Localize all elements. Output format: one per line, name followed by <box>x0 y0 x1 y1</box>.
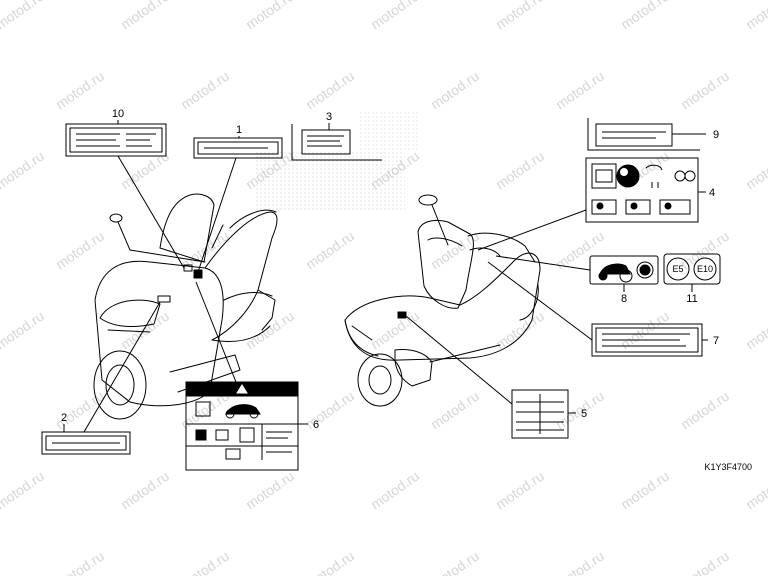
watermark-text: motod.ru <box>493 148 547 193</box>
label-10-box <box>65 123 167 157</box>
callout-ticks <box>63 120 708 432</box>
callout-group: 1 2 3 4 5 6 7 8 9 10 11 <box>61 108 719 431</box>
watermark-text: motod.ru <box>553 68 607 113</box>
label-5-box <box>511 389 569 439</box>
watermark-text: motod.ru <box>368 468 422 513</box>
watermark-text: motod.ru <box>678 388 732 433</box>
label-9-box <box>587 118 700 151</box>
watermark-text: motod.ru <box>303 548 357 576</box>
watermark-text: motod.ru <box>678 68 732 113</box>
watermark-text: motod.ru <box>303 228 357 273</box>
label-2-box <box>41 431 131 455</box>
watermark-text: motod.ru <box>743 468 768 513</box>
watermark-text: motod.ru <box>743 308 768 353</box>
callout-6: 6 <box>313 419 319 431</box>
watermark-text: motod.ru <box>53 548 107 576</box>
watermark-text: motod.ru <box>303 388 357 433</box>
callout-2: 2 <box>61 412 67 424</box>
halftone-shading <box>255 150 405 210</box>
watermark-text: motod.ru <box>118 308 172 353</box>
callout-8: 8 <box>621 293 627 305</box>
watermark-text: motod.ru <box>368 308 422 353</box>
watermark-text: motod.ru <box>178 548 232 576</box>
watermark-text: motod.ru <box>178 68 232 113</box>
leader-lines <box>83 155 593 433</box>
scooter-rear-view <box>344 194 541 407</box>
callout-10: 10 <box>112 108 124 120</box>
callout-11: 11 <box>686 293 697 305</box>
label-4-box <box>585 157 699 223</box>
label-7-box <box>591 323 703 357</box>
watermark-text: motod.ru <box>0 0 47 32</box>
watermark-text: motod.ru <box>0 468 47 513</box>
watermark-text: motod.ru <box>553 548 607 576</box>
watermark-text: motod.ru <box>743 148 768 193</box>
watermark-text: motod.ru <box>243 0 297 32</box>
scooter-front-view <box>93 193 278 420</box>
watermark-text: motod.ru <box>0 308 47 353</box>
fuel-e10-label: E10 <box>697 264 713 274</box>
watermark-text: motod.ru <box>0 148 47 193</box>
diagram-code: K1Y3F4700 <box>704 462 752 472</box>
watermark-text: motod.ru <box>53 68 107 113</box>
callout-1: 1 <box>236 124 242 136</box>
watermark-text: motod.ru <box>53 228 107 273</box>
fuel-e5-label: E5 <box>672 264 683 274</box>
watermark-text: motod.ru <box>428 68 482 113</box>
watermark-text: motod.ru <box>118 468 172 513</box>
watermark-text: motod.ru <box>553 388 607 433</box>
callout-7: 7 <box>713 335 719 347</box>
watermark-text: motod.ru <box>243 308 297 353</box>
halftone-shading <box>360 110 420 150</box>
label-3-box <box>291 124 382 161</box>
watermark-text: motod.ru <box>243 468 297 513</box>
callout-9: 9 <box>713 129 719 141</box>
watermark-text: motod.ru <box>118 0 172 32</box>
watermark-text: motod.ru <box>493 0 547 32</box>
label-6-box <box>185 381 299 471</box>
callout-4: 4 <box>709 187 715 199</box>
callout-5: 5 <box>581 408 587 420</box>
label-8-box <box>589 255 659 285</box>
watermark-text: motod.ru <box>368 0 422 32</box>
watermark-text: motod.ru <box>618 0 672 32</box>
watermark-text: motod.ru <box>493 308 547 353</box>
watermark-text: motod.ru <box>428 388 482 433</box>
watermark-text: motod.ru <box>618 468 672 513</box>
label-1-box <box>193 137 283 159</box>
callout-3: 3 <box>326 111 332 123</box>
watermark-text: motod.ru <box>493 468 547 513</box>
watermark-text: motod.ru <box>743 0 768 32</box>
watermark-text: motod.ru <box>303 68 357 113</box>
watermark-text: motod.ru <box>678 548 732 576</box>
watermark-text: motod.ru <box>53 388 107 433</box>
watermark-text: motod.ru <box>428 548 482 576</box>
